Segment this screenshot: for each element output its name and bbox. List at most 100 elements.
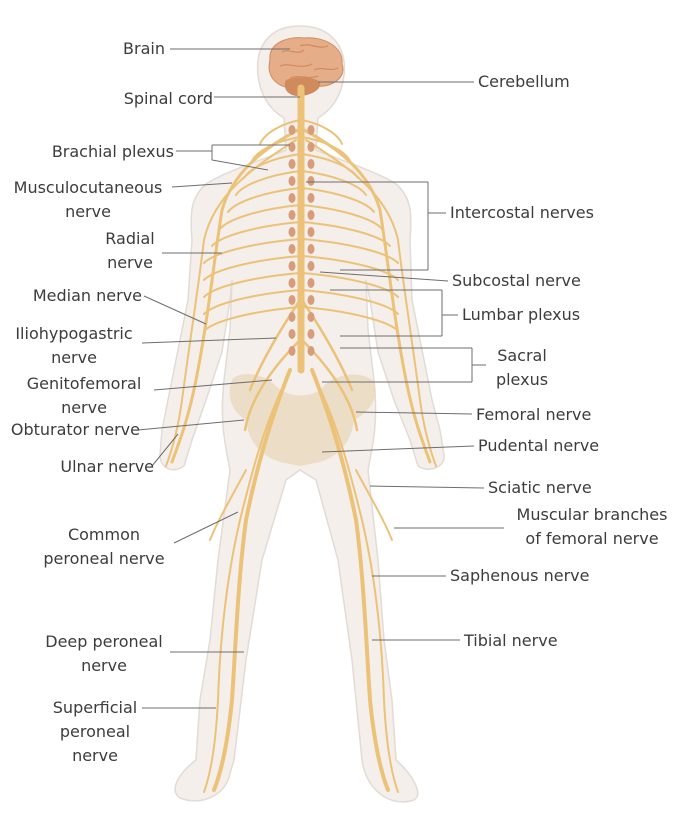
brain (268, 37, 344, 89)
vertebra-right (307, 312, 315, 322)
vertebra-left (288, 210, 296, 220)
vertebra-left (288, 261, 296, 271)
vertebra-right (307, 261, 315, 271)
vertebra-right (307, 244, 315, 254)
vertebra-left (288, 346, 296, 356)
brain-fold (281, 49, 305, 53)
intercostal-nerve-right (301, 187, 375, 213)
intercostal-nerve-left (203, 255, 301, 281)
intercostal-nerve-left (203, 306, 301, 332)
vertebra-left (288, 142, 296, 152)
label-lumbar-plexus: Lumbar plexus (462, 305, 581, 324)
label-cerebellum: Cerebellum (478, 72, 570, 91)
label-brain: Brain (123, 39, 165, 58)
leader-line (143, 295, 207, 325)
vertebra-right (307, 227, 315, 237)
intercostal-nerve-left (227, 187, 301, 213)
intercostal-nerve-right (301, 170, 367, 196)
vertebra-left (288, 159, 296, 169)
intercostal-nerve-right (301, 204, 383, 230)
brain-fold (313, 67, 339, 71)
intercostal-nerve-left (203, 238, 301, 264)
vertebra-right (307, 346, 315, 356)
leader-line (319, 271, 449, 282)
nerve-network (165, 84, 437, 793)
right-leg-nerve (310, 368, 390, 792)
leader-line (137, 419, 245, 431)
vertebra-left (288, 312, 296, 322)
intercostal-nerve-left (235, 170, 301, 196)
leader-line (322, 347, 486, 383)
label-median: Median nerve (32, 286, 142, 305)
intercostal-nerve-left (219, 204, 301, 230)
leader-line (151, 433, 179, 467)
brain-fold (299, 44, 329, 48)
vertebra-right (307, 295, 315, 305)
leader-line (173, 511, 239, 544)
label-tibial: Tibial nerve (464, 631, 558, 650)
label-intercostal: Intercostal nerves (450, 203, 594, 222)
lumbar-branch (248, 298, 302, 392)
left-leg-nerve (212, 368, 292, 792)
left-leg-nerve (203, 379, 287, 793)
lumbar-branch (300, 298, 354, 392)
left-arm-nerve (170, 128, 300, 464)
vertebra-right (307, 159, 315, 169)
leader-line (141, 337, 277, 344)
vertebra-left (288, 244, 296, 254)
right-leg-nerve (315, 379, 399, 793)
label-sciatic: Sciatic nerve (488, 478, 592, 497)
intercostal-nerve-right (301, 119, 343, 145)
leader-line (330, 289, 458, 337)
vertebra-right (307, 142, 315, 152)
label-brachial-plexus: Brachial plexus (51, 142, 174, 161)
label-ulnar: Ulnar nerve (60, 457, 154, 476)
vertebra-right (307, 193, 315, 203)
vertebra-left (288, 295, 296, 305)
leader-line (171, 182, 233, 188)
brain-fold (279, 63, 313, 67)
label-spinal-cord: Spinal cord (123, 89, 213, 108)
vertebra-left (288, 193, 296, 203)
vertebra-left (288, 176, 296, 186)
leader-line (153, 379, 273, 391)
intercostal-nerve-left (203, 272, 301, 298)
left-arm-nerve (165, 139, 297, 467)
intercostal-nerve-left (211, 221, 301, 247)
intercostal-nerve-right (301, 306, 399, 332)
vertebra-right (307, 125, 315, 135)
vertebra-right (307, 210, 315, 220)
femoral-branch (355, 469, 393, 541)
leader-line (321, 445, 475, 453)
label-subcostal: Subcostal nerve (452, 271, 581, 290)
vertebra-right (307, 278, 315, 288)
label-obturator: Obturator nerve (10, 420, 140, 439)
leader-lines (137, 48, 504, 709)
intercostal-nerve-right (301, 238, 399, 264)
right-arm-nerve (302, 128, 432, 464)
intercostal-nerve-right (301, 221, 391, 247)
femoral-branch (209, 469, 247, 541)
vertebra-left (288, 329, 296, 339)
leader-line (369, 485, 485, 489)
label-saphenous: Saphenous nerve (450, 566, 590, 585)
vertebra-left (288, 278, 296, 288)
label-pudental: Pudental nerve (478, 436, 600, 455)
intercostal-nerve-left (259, 119, 301, 145)
vertebrae (288, 125, 315, 356)
intercostal-nerve-right (301, 272, 399, 298)
brain-fold (289, 75, 319, 79)
vertebra-right (307, 176, 315, 186)
label-femoral: Femoral nerve (476, 405, 592, 424)
leader-line (306, 181, 446, 271)
